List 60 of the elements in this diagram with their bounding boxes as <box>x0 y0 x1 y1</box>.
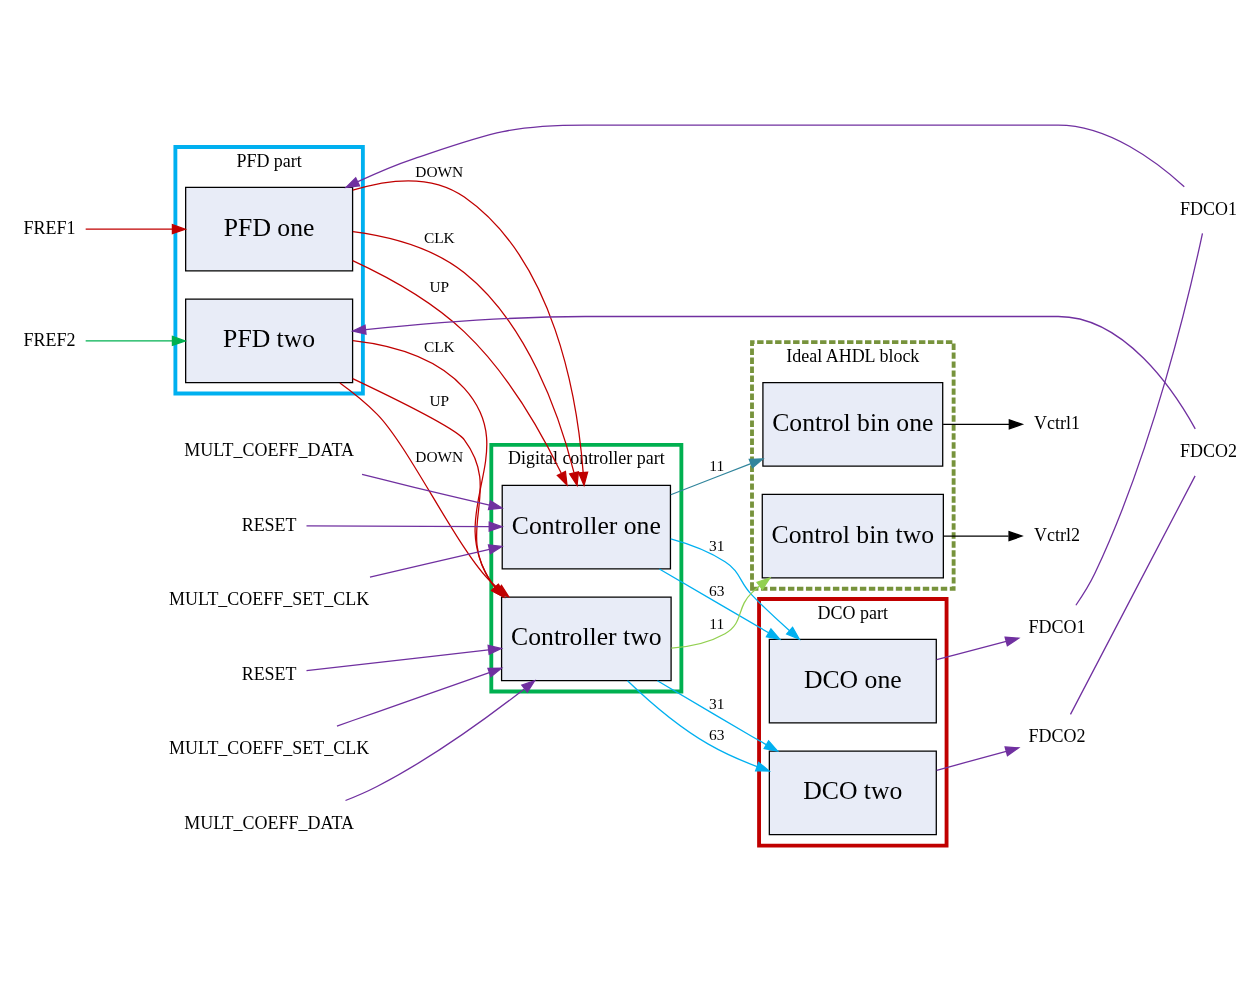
arrow <box>344 124 1185 189</box>
node-text: FREF1 <box>23 217 76 238</box>
node-text: RESET <box>241 514 297 535</box>
arrow <box>350 315 1196 430</box>
edge-label: UP <box>429 391 450 409</box>
arrow <box>670 538 801 641</box>
node-box: Controller two <box>500 596 672 682</box>
node-box: PFD two <box>185 298 354 384</box>
connector <box>1075 232 1204 606</box>
node-text: Vctrl1 <box>1034 413 1080 434</box>
arrow <box>936 746 1021 771</box>
edge-label: DOWN <box>415 163 464 181</box>
arrow <box>85 223 188 235</box>
node-text: FDCO2 <box>1180 441 1238 462</box>
edge-label: 63 <box>708 725 725 743</box>
edge-label: 11 <box>709 615 725 633</box>
edge-label: CLK <box>423 337 455 355</box>
arrow <box>369 544 504 578</box>
arrow <box>352 231 580 488</box>
arrow <box>361 473 504 511</box>
node-text: MULT_COEFF_DATA <box>184 440 354 461</box>
arrow <box>305 521 504 533</box>
node-box: DCO two <box>768 750 937 836</box>
node-text: MULT_COEFF_SET_CLK <box>169 738 370 759</box>
arrow <box>305 644 504 672</box>
arrow <box>352 180 589 488</box>
edge-label: DOWN <box>415 448 464 466</box>
arrow <box>670 576 772 649</box>
connector <box>1069 475 1196 715</box>
edge-label: UP <box>429 277 450 295</box>
arrow <box>344 679 537 802</box>
arrow <box>336 667 504 727</box>
node-text: FDCO1 <box>1180 198 1238 219</box>
edge-label: CLK <box>423 228 455 246</box>
node-text: FDCO1 <box>1028 617 1086 638</box>
arrow <box>670 458 765 496</box>
node-box: Control bin two <box>761 493 944 579</box>
arrow <box>942 418 1025 430</box>
node-box: PFD one <box>185 186 354 272</box>
arrow <box>658 568 782 641</box>
node-box: DCO one <box>768 638 937 724</box>
edge-label: 63 <box>708 581 725 599</box>
node-text: FDCO2 <box>1028 726 1086 747</box>
arrow <box>936 636 1021 661</box>
node-text: Vctrl2 <box>1034 524 1080 545</box>
node-text: MULT_COEFF_SET_CLK <box>169 589 370 610</box>
arrow <box>626 680 772 772</box>
edge-label: 11 <box>709 457 725 475</box>
arrow <box>352 340 505 599</box>
node-text: RESET <box>241 663 297 684</box>
node-text: FREF2 <box>23 329 76 350</box>
edge-label: 31 <box>708 536 725 554</box>
arrow <box>352 260 568 487</box>
arrow <box>85 335 188 347</box>
arrow <box>656 680 780 753</box>
node-box: Control bin one <box>762 382 944 467</box>
arrow <box>943 530 1024 542</box>
node-box: Controller one <box>501 484 672 570</box>
node-text: MULT_COEFF_DATA <box>184 812 354 833</box>
edge-label: 31 <box>708 694 725 712</box>
